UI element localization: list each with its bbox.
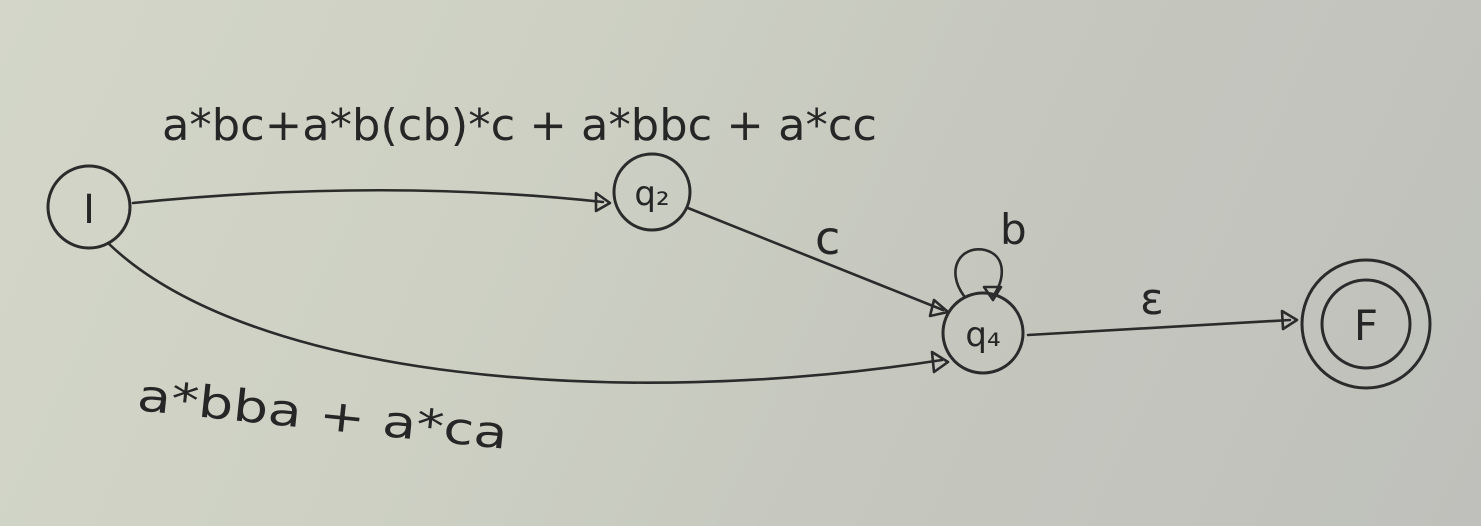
edge-i-to-q4 [106, 241, 950, 384]
edge-q2-to-q4-label: c [815, 211, 840, 265]
edge-q2-to-q4 [686, 206, 950, 318]
edge-q4-self-loop-label: b [1000, 205, 1027, 254]
state-q4-label: q₄ [965, 315, 1000, 355]
state-f-label: F [1354, 301, 1378, 350]
state-q2-label: q₂ [634, 174, 669, 214]
state-i: I [46, 164, 132, 250]
state-q4: q₄ [941, 291, 1025, 375]
edge-i-to-q2-label: a*bc+a*b(cb)*c + a*bbc + a*cc [162, 100, 877, 151]
edge-q4-to-f [1026, 309, 1299, 337]
state-i-label: I [83, 187, 95, 233]
state-f-accepting: F [1300, 258, 1432, 390]
edge-i-to-q4-label: a*bba + a*ca [135, 370, 510, 460]
edge-i-to-q2 [131, 188, 612, 213]
edge-q4-to-f-label: ε [1140, 274, 1164, 325]
state-q2: q₂ [612, 152, 692, 232]
